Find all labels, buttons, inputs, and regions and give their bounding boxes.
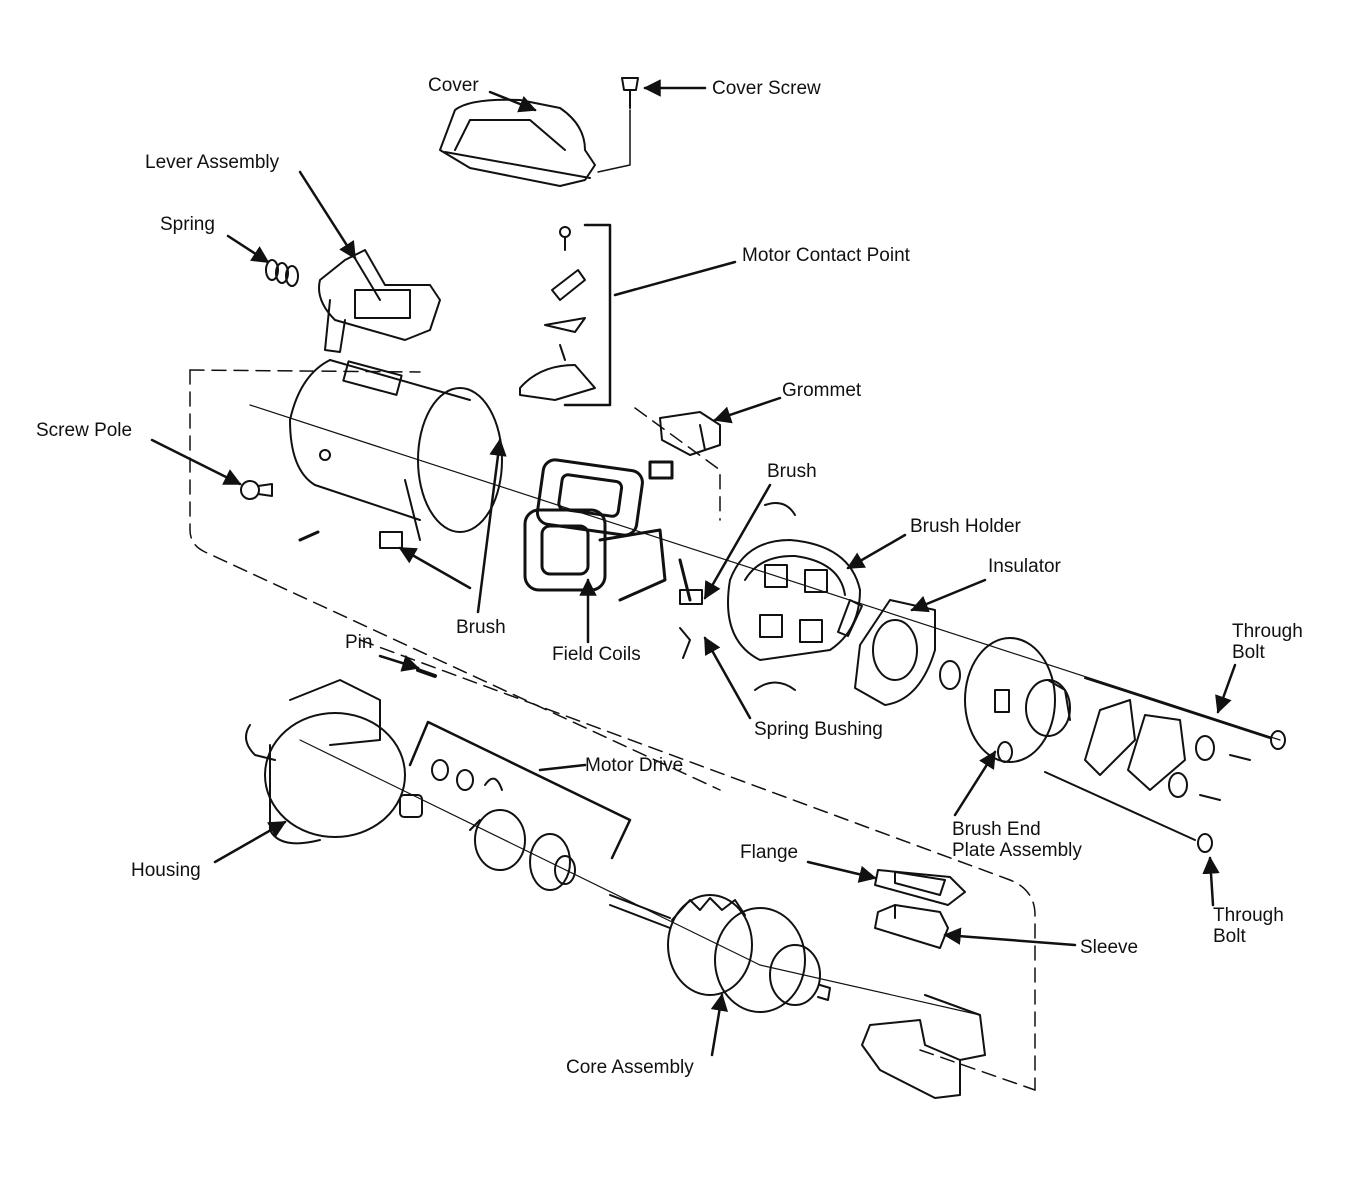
bracket-part (861, 994, 986, 1099)
label-field-coils: Field Coils (552, 644, 641, 665)
label-brush-holder: Brush Holder (910, 516, 1021, 537)
assembly-outline-lower (359, 639, 1036, 1091)
label-core-assembly: Core Assembly (566, 1057, 694, 1078)
cover-part (439, 98, 596, 187)
label-grommet: Grommet (782, 380, 862, 401)
flange-part (874, 869, 966, 906)
brush-end-plate-part (939, 637, 1071, 763)
label-through-bolt-top: Through Bolt (1232, 621, 1303, 663)
screw-pole-part (240, 480, 320, 542)
housing-part (245, 679, 423, 845)
sleeve-part (874, 904, 949, 949)
label-brush-end-plate-assembly: Brush End Plate Assembly (952, 819, 1082, 861)
label-housing: Housing (131, 860, 201, 881)
label-brush-bottom: Brush (456, 617, 506, 638)
lever-assembly-part (318, 249, 441, 353)
label-through-bolt-bottom: Through Bolt (1213, 905, 1284, 947)
label-spring-bushing: Spring Bushing (754, 719, 883, 740)
cover-screw-part (597, 77, 639, 173)
label-motor-contact-point: Motor Contact Point (742, 245, 910, 266)
label-flange: Flange (740, 842, 799, 863)
label-motor-drive: Motor Drive (585, 755, 684, 776)
axis-lines (249, 404, 1281, 1016)
label-screw-pole: Screw Pole (36, 420, 133, 441)
through-bolt-parts (1044, 677, 1286, 853)
motor-drive-part (408, 720, 632, 891)
grommet-part (659, 411, 721, 456)
field-frame-part (289, 359, 503, 549)
motor-contact-point-part (519, 223, 737, 407)
field-coils-part (523, 458, 692, 602)
label-spring: Spring (160, 214, 215, 235)
spring-part (265, 259, 299, 287)
label-cover: Cover (428, 75, 479, 96)
assembly-outline-upper (189, 369, 721, 791)
pin-part (416, 668, 437, 678)
brush-holder-part (679, 502, 863, 691)
label-lever-assembly: Lever Assembly (145, 152, 280, 173)
label-insulator: Insulator (988, 556, 1061, 577)
label-cover-screw: Cover Screw (712, 78, 821, 99)
insulator-part (854, 599, 936, 706)
label-brush-top: Brush (767, 461, 817, 482)
leader-arrows (150, 79, 1237, 1057)
label-pin: Pin (345, 632, 373, 653)
label-sleeve: Sleeve (1080, 937, 1139, 958)
core-assembly-part (609, 894, 831, 1013)
